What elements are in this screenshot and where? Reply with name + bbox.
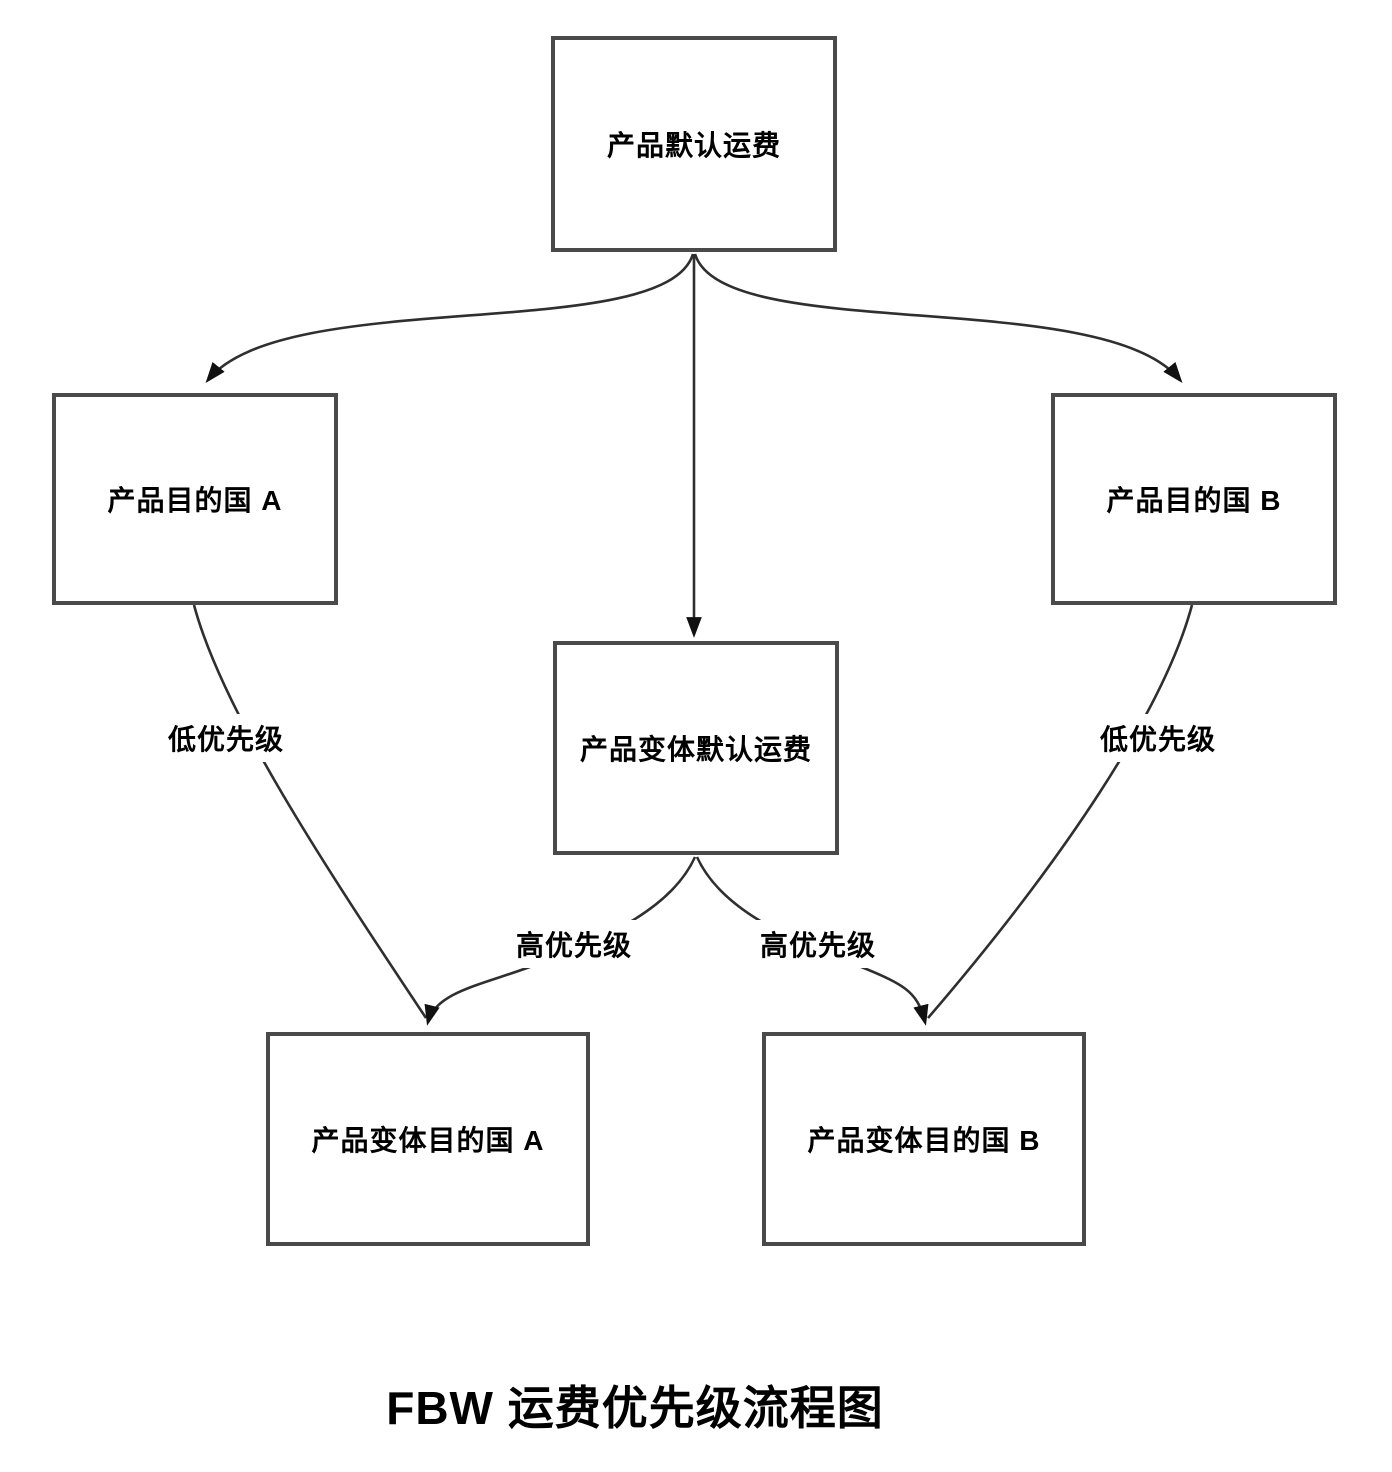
node-product-variant-destination-a: 产品变体目的国 A	[266, 1032, 590, 1246]
node-product-variant-default-shipping-label: 产品变体默认运费	[579, 734, 812, 765]
edge-destination-b-to-variant-destination-b-low-priority	[927, 604, 1194, 1019]
edge-label-low-priority-right: 低优先级	[1091, 714, 1225, 762]
edge-label-high-priority-left: 高优先级	[507, 920, 641, 968]
edge-default-to-destination-a-arrow	[205, 253, 695, 384]
edge-label-low-priority-left: 低优先级	[159, 714, 293, 762]
node-product-destination-b-label: 产品目的国 B	[1106, 485, 1282, 516]
node-product-variant-destination-a-label: 产品变体目的国 A	[311, 1125, 545, 1156]
node-product-default-shipping: 产品默认运费	[551, 36, 837, 252]
edge-default-to-destination-b-arrow	[693, 253, 1183, 384]
edge-destination-a-to-variant-destination-a-low-priority	[192, 604, 428, 1019]
node-product-default-shipping-label: 产品默认运费	[606, 130, 781, 161]
node-product-destination-a: 产品目的国 A	[52, 393, 338, 605]
node-product-destination-a-label: 产品目的国 A	[107, 485, 283, 516]
diagram-title: FBW 运费优先级流程图	[386, 1382, 884, 1434]
node-product-destination-b: 产品目的国 B	[1051, 393, 1337, 605]
edge-label-high-priority-right: 高优先级	[751, 920, 885, 968]
node-product-variant-destination-b-label: 产品变体目的国 B	[807, 1125, 1041, 1156]
node-product-variant-default-shipping: 产品变体默认运费	[553, 641, 839, 855]
node-product-variant-destination-b: 产品变体目的国 B	[762, 1032, 1086, 1246]
